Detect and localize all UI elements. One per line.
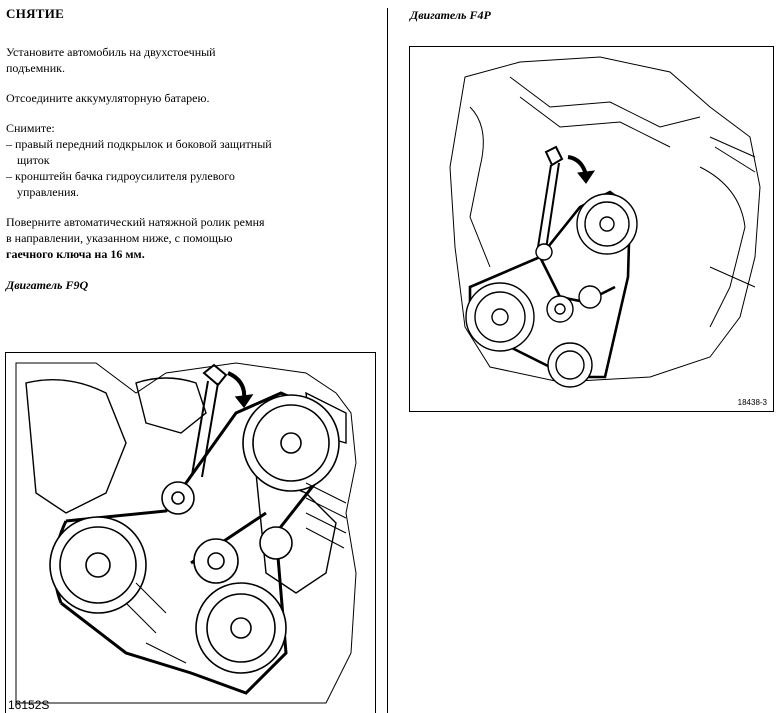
section-heading: СНЯТИЕ	[6, 6, 65, 21]
subheading-f9q: Двигатель F9Q	[6, 278, 89, 292]
tensioner-wrench-size: гаечного ключа на 16 мм.	[6, 247, 145, 261]
figure-f4p-code: 18438-3	[737, 398, 767, 407]
remove-intro: Снимите:	[6, 121, 55, 135]
tensioner-line-2: в направлении, указанном ниже, с помощью	[6, 231, 233, 245]
figure-f9q: 16152S	[5, 352, 376, 713]
column-divider	[387, 8, 388, 713]
paragraph-lift: Установите автомобиль на двухстоечный по…	[6, 44, 376, 76]
remove-item-2: – кронштейн бачка гидроусилителя рулевог…	[6, 168, 376, 200]
tensioner-line-1: Поверните автоматический натяжной ролик …	[6, 215, 265, 229]
f9q-engine-drawing	[15, 362, 357, 704]
paragraph-remove: Снимите: – правый передний подкрылок и б…	[6, 120, 376, 200]
remove-item-2-line-2: управления.	[17, 185, 79, 199]
figure-f9q-code: 16152S	[8, 698, 50, 712]
f4p-engine-drawing	[449, 56, 761, 388]
remove-item-2-line-1: – кронштейн бачка гидроусилителя рулевог…	[6, 169, 235, 183]
remove-item-1-line-1: – правый передний подкрылок и боковой за…	[6, 137, 272, 151]
paragraph-battery: Отсоедините аккумуляторную батарею.	[6, 91, 210, 105]
subheading-f4p: Двигатель F4P	[410, 8, 491, 22]
remove-item-1: – правый передний подкрылок и боковой за…	[6, 136, 376, 168]
paragraph-lift-line-1: Установите автомобиль на двухстоечный	[6, 45, 216, 59]
remove-item-1-line-2: щиток	[17, 153, 50, 167]
figure-f4p: 18438-3	[409, 46, 774, 412]
paragraph-lift-line-2: подъемник.	[6, 61, 65, 75]
paragraph-tensioner: Поверните автоматический натяжной ролик …	[6, 214, 376, 262]
left-column: СНЯТИЕ Установите автомобиль на двухстое…	[6, 6, 376, 293]
